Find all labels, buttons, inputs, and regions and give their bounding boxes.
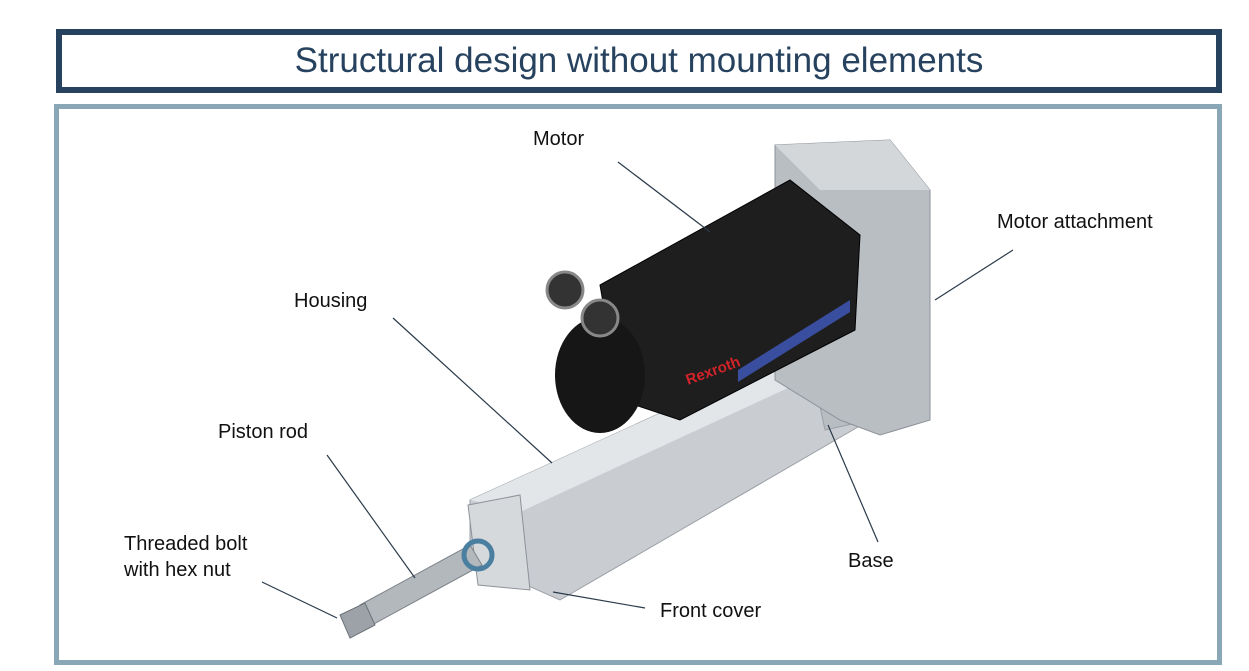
label-motor: Motor	[533, 128, 585, 150]
diagram-panel	[54, 104, 1222, 665]
connector	[545, 270, 585, 310]
label-threaded-bolt: Threaded bolt with hex nut	[124, 531, 247, 583]
label-housing: Housing	[294, 290, 368, 312]
page-title: Structural design without mounting eleme…	[294, 41, 984, 80]
label-piston-rod: Piston rod	[218, 421, 309, 443]
label-threaded-bolt-line2: with hex nut	[124, 559, 231, 581]
leader-lines	[261, 161, 1014, 619]
title-box: Structural design without mounting eleme…	[56, 29, 1222, 93]
label-base: Base	[848, 550, 894, 572]
label-front-cover: Front cover	[660, 600, 762, 622]
label-threaded-bolt-line1: Threaded bolt	[124, 533, 248, 555]
motor-end-cap	[555, 317, 645, 433]
connector	[580, 298, 620, 338]
label-motor-attachment: Motor attachment	[997, 211, 1153, 233]
threaded-bolt	[339, 602, 376, 639]
